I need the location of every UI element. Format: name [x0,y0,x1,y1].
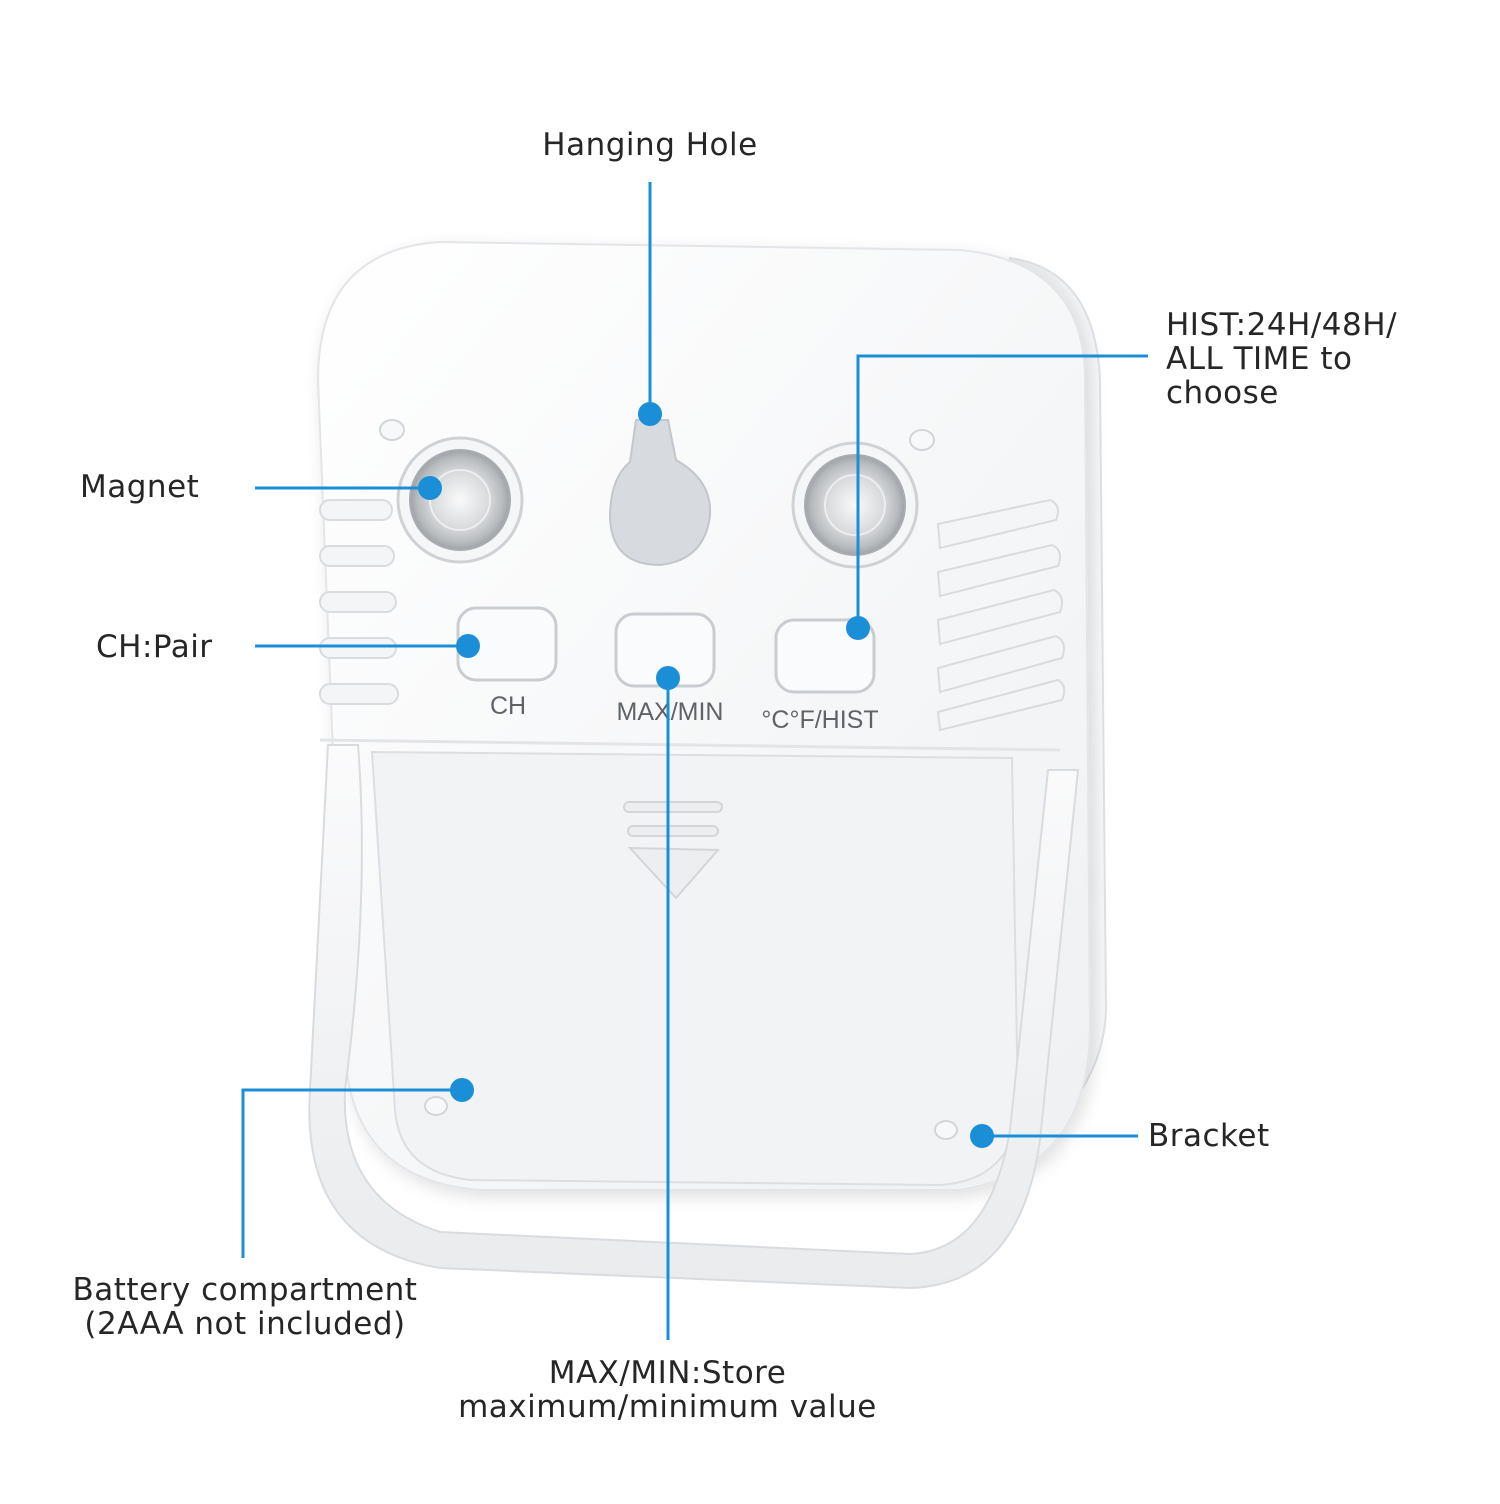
ch-button-label: CH [490,692,526,720]
pin-left [379,419,405,441]
unit-hist-button-label: °C°F/HIST [761,706,878,734]
label-magnet: Magnet [80,469,200,505]
label-maxmin: MAX/MIN:Store maximum/minimum value [430,1356,905,1424]
label-hist: HIST:24H/48H/ ALL TIME to choose [1166,308,1486,410]
cover-arrow-mark [623,801,723,900]
pin-bottom-left [424,1096,448,1116]
label-hist-line2: ALL TIME to [1166,341,1353,377]
maxmin-button-label: MAX/MIN [617,698,724,726]
upper-panel-edge [319,738,1061,752]
battery-dot [450,1078,474,1102]
magnet-dot [418,476,442,500]
label-maxmin-line2: maximum/minimum value [458,1389,877,1425]
left-vents [319,499,399,705]
label-bracket: Bracket [1148,1118,1270,1154]
label-battery-line1: Battery compartment [72,1272,418,1308]
label-hist-line1: HIST:24H/48H/ [1166,307,1398,343]
pin-right [909,429,935,451]
hanging-hole-shape [608,419,712,567]
callout-dots [418,402,994,1148]
label-hanging-hole: Hanging Hole [542,127,758,163]
hist-dot [846,616,870,640]
pin-bottom-right [934,1120,958,1140]
label-ch-pair: CH:Pair [96,629,213,665]
label-hist-line3: choose [1166,375,1279,411]
battery-leader [241,1088,462,1258]
callout-lines [241,182,1148,1340]
bracket-dot [970,1124,994,1148]
label-battery-line2: (2AAA not included) [84,1306,406,1342]
bracket-stand [308,744,1080,1290]
maxmin-dot [656,666,680,690]
magnet-left [396,436,524,564]
battery-cover [370,750,1020,1187]
unit-hist-button[interactable] [774,618,876,694]
label-battery: Battery compartment (2AAA not included) [40,1273,450,1341]
magnet-right [791,441,919,569]
label-maxmin-line1: MAX/MIN:Store [548,1355,787,1391]
right-vents [936,498,1066,732]
hanging-hole-dot [638,402,662,426]
ch-pair-dot [456,634,480,658]
hist-leader [856,354,1148,628]
